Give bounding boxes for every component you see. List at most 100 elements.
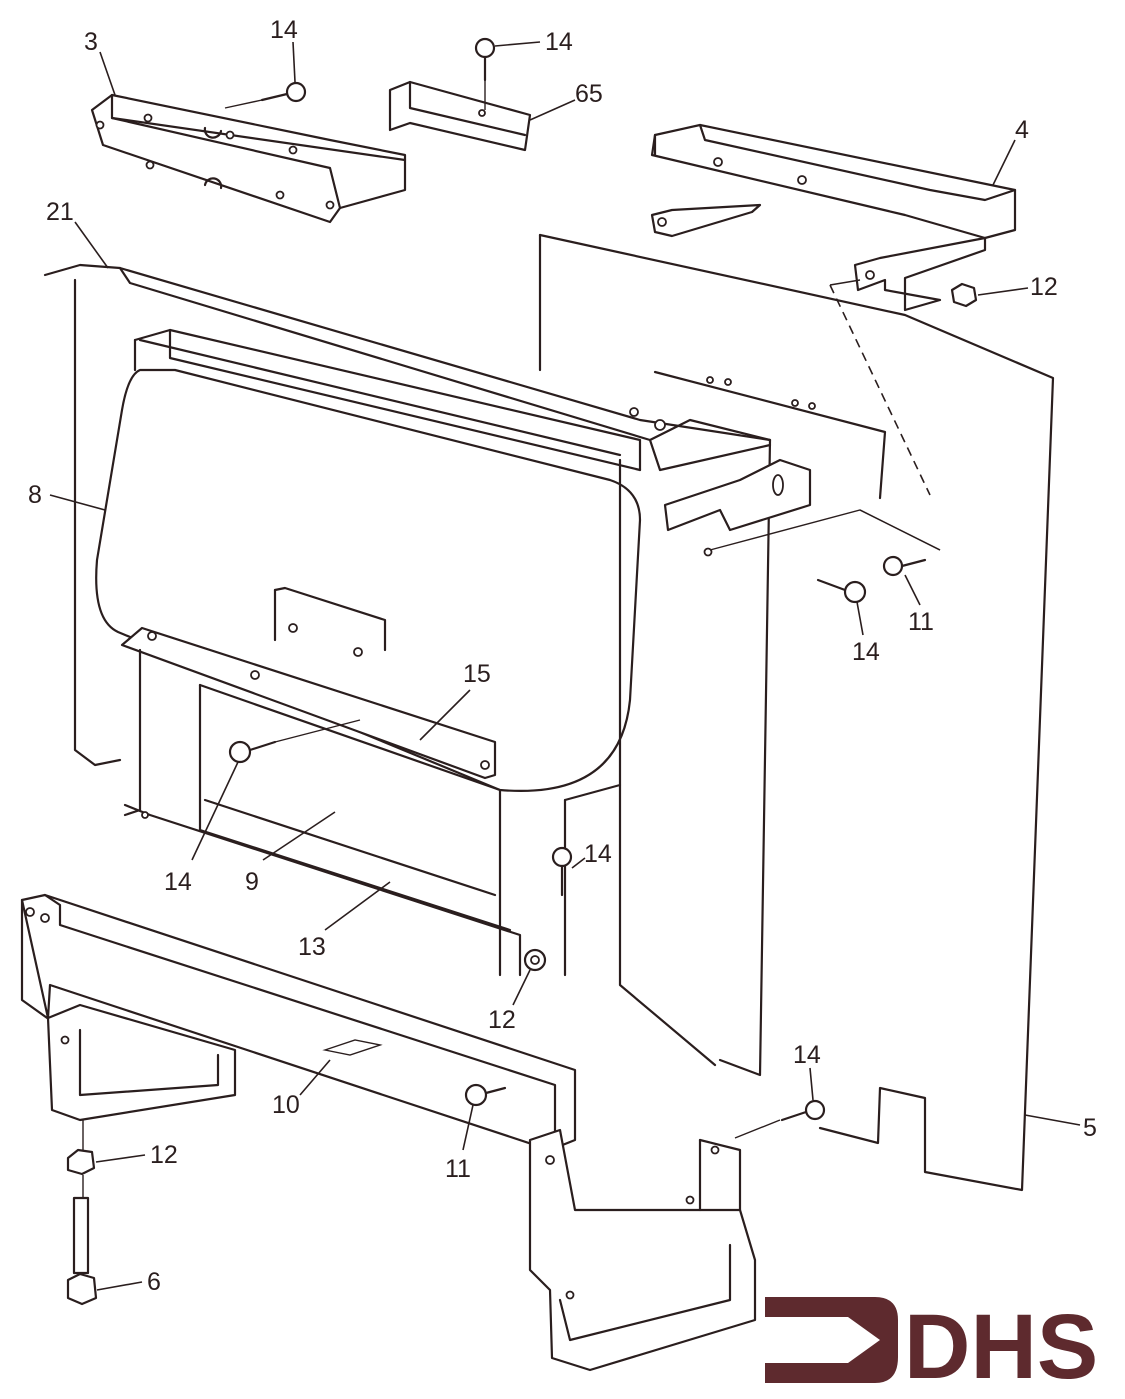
diagram-line [685, 1195, 695, 1205]
diagram-line [853, 236, 987, 312]
diagram-line [46, 1003, 237, 1122]
diagram-line [791, 399, 799, 407]
diagram-line [478, 109, 486, 117]
callout-label: 14 [852, 638, 880, 666]
part-10-base-rail [20, 893, 757, 1372]
screw-icon [228, 740, 277, 764]
diagram-line [724, 378, 732, 386]
callout-label: 11 [445, 1155, 471, 1183]
diagram-line [618, 458, 717, 1067]
callout-8: 8 [28, 481, 106, 511]
diagram-line [710, 1145, 720, 1155]
diagram-line [198, 683, 502, 977]
callout-5: 5 [1024, 1114, 1097, 1142]
diagram-line [797, 175, 807, 185]
diagram-line [43, 893, 557, 1142]
diagram-line [123, 648, 142, 817]
callout-9: 9 [245, 811, 336, 896]
screw-icon [780, 1099, 826, 1122]
diagram-line [545, 1155, 555, 1165]
screw-icon [551, 846, 573, 897]
part-65-channel [388, 80, 532, 152]
diagram-line [275, 190, 285, 200]
callouts: 3 14 14 65 4 21 12 8 11 14 15 14 9 14 13… [28, 16, 1097, 1296]
screw-icon [882, 555, 927, 577]
diagram-line [856, 601, 864, 636]
callout-12: 12 [95, 1141, 178, 1169]
diagram-line [145, 160, 155, 170]
diagram-line [663, 458, 812, 532]
callout-11: 11 [445, 1104, 474, 1183]
callout-12: 12 [488, 969, 531, 1034]
callout-21: 21 [46, 198, 109, 269]
diagram-line [262, 811, 336, 861]
diagram-line [558, 1243, 732, 1342]
nut-icon [950, 282, 978, 308]
diagram-line [285, 81, 307, 103]
diagram-line [49, 494, 106, 511]
callout-14: 14 [270, 16, 298, 83]
diagram-line [168, 328, 642, 472]
diagram-line [273, 586, 387, 652]
callout-label: 21 [46, 198, 74, 226]
fasteners [66, 37, 978, 1306]
callout-label: 14 [164, 868, 192, 896]
diagram-line [530, 955, 540, 965]
diagram-line [657, 217, 667, 227]
diagram-line [563, 783, 622, 802]
diagram-line [494, 41, 541, 47]
diagram-line [709, 509, 941, 551]
part-4-bracket [650, 123, 1017, 312]
callout-6: 6 [96, 1268, 161, 1296]
diagram-line [706, 376, 714, 384]
diagram-line [977, 287, 1029, 296]
callout-label: 14 [270, 16, 298, 44]
diagram-line [66, 1148, 96, 1176]
callout-label: 10 [272, 1091, 300, 1119]
diagram-line [147, 631, 157, 641]
callout-label: 11 [908, 608, 934, 636]
callout-15: 15 [419, 660, 491, 741]
diagram-line [804, 1099, 826, 1121]
diagram-line [571, 857, 586, 869]
diagram-line [529, 99, 576, 121]
diagram-line [95, 1154, 146, 1163]
diagram-line [650, 123, 1017, 240]
diagram-line [809, 1067, 814, 1101]
callout-14: 14 [793, 1041, 821, 1101]
callout-label: 12 [150, 1141, 178, 1169]
diagram-line [353, 647, 363, 657]
diagram-line [191, 761, 239, 861]
diagram-line [703, 547, 713, 557]
diagram-line [141, 811, 149, 819]
diagram-line [274, 719, 361, 743]
callout-label: 14 [584, 840, 612, 868]
diagram-line [110, 116, 407, 162]
dhs-logo: DHS [765, 1296, 1098, 1398]
diagram-line [123, 803, 522, 977]
callout-14: 14 [852, 601, 880, 666]
callout-label: 5 [1083, 1114, 1097, 1142]
diagram-line [43, 263, 772, 1077]
callout-12: 12 [977, 273, 1058, 301]
diagram-line [203, 798, 497, 897]
diagram-line [203, 177, 223, 190]
diagram-line [512, 969, 531, 1006]
callout-label: 12 [1030, 273, 1058, 301]
callout-label: 15 [463, 660, 491, 688]
logo-text: DHS [904, 1296, 1098, 1398]
diagram-line [322, 1039, 383, 1056]
callout-14: 14 [164, 761, 239, 896]
callout-label: 14 [545, 28, 573, 56]
diagram-line [90, 93, 407, 224]
callout-label: 65 [575, 80, 603, 108]
diagram-line [133, 328, 642, 472]
arrow-icon [765, 1297, 898, 1383]
diagram-line [198, 683, 512, 932]
diagram-line [66, 1272, 98, 1306]
diagram-line [653, 370, 887, 500]
diagram-line [248, 740, 277, 752]
callout-11: 11 [904, 574, 934, 636]
callout-label: 13 [298, 933, 326, 961]
diagram-line [474, 37, 496, 59]
